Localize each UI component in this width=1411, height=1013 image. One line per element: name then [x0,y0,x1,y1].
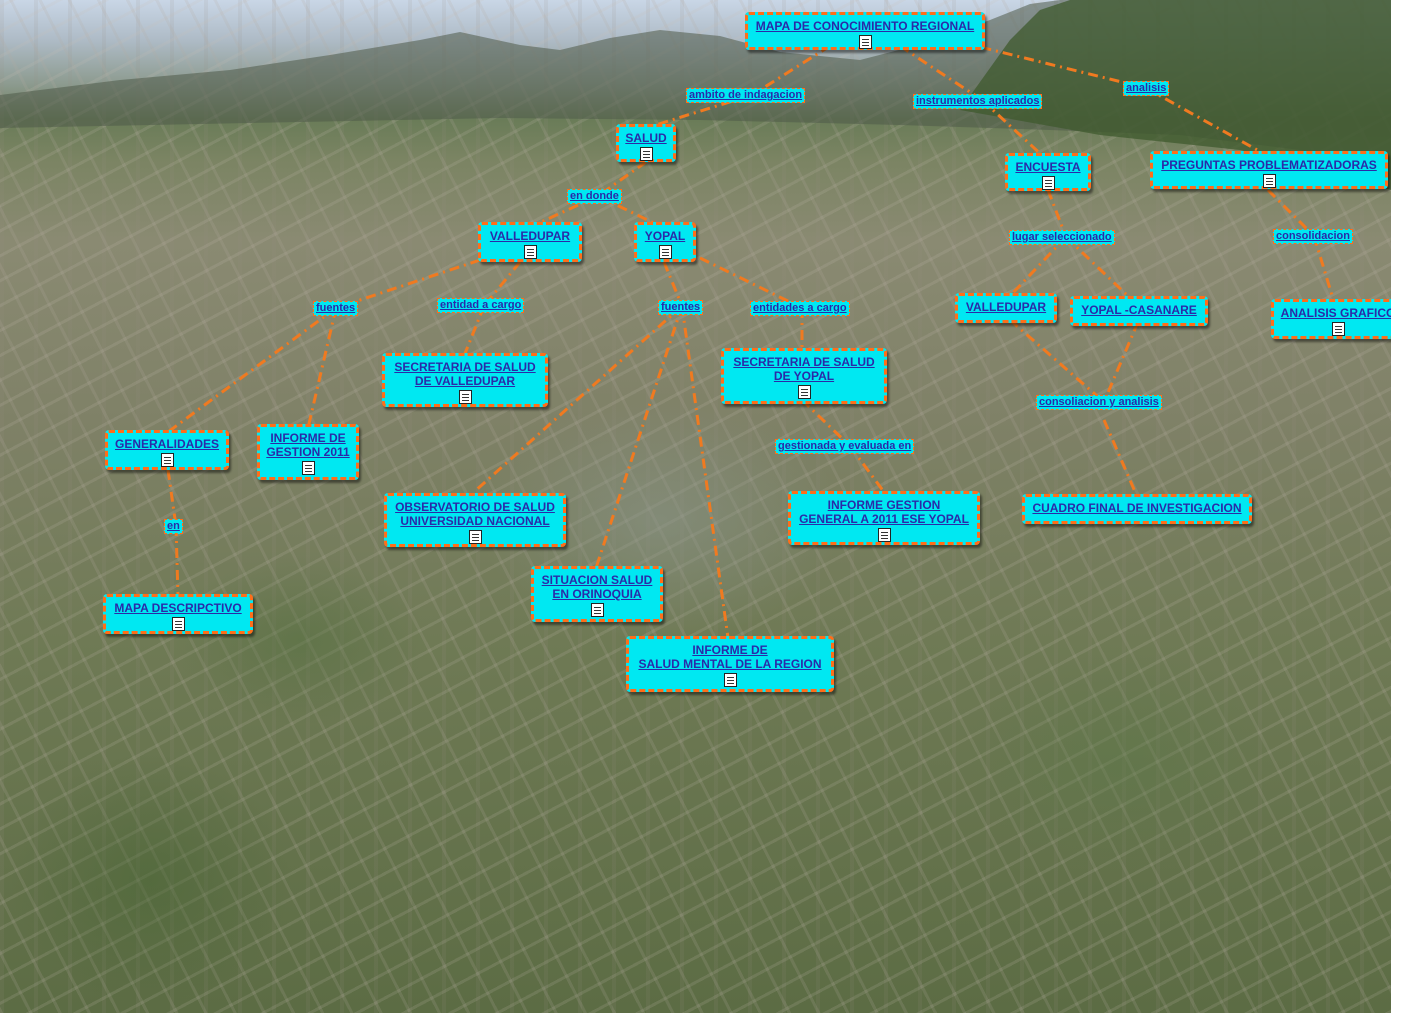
node-mapa-descriptivo-label: MAPA DESCRIPCTIVO [114,601,242,615]
link-generalidades-en [166,469,178,527]
link-fuentes-generalidades [167,306,337,434]
link-label-en-donde[interactable]: en donde [567,189,622,204]
link-yopal-fuentes [662,261,684,307]
document-icon[interactable] [301,461,315,475]
link-label-consoliacion[interactable]: consoliacion y analisis [1036,395,1162,410]
node-valledupar-lugar[interactable]: VALLEDUPAR [955,293,1057,323]
node-yopal-casanare-label: YOPAL -CASANARE [1081,303,1197,317]
link-label-instrumentos[interactable]: instrumentos aplicados [913,94,1043,109]
link-root-instrumentos [899,44,983,102]
document-icon[interactable] [1331,322,1345,336]
node-encuesta[interactable]: ENCUESTA [1005,153,1091,191]
document-icon[interactable] [590,603,604,617]
node-secretaria-yopal[interactable]: SECRETARIA DE SALUD DE YOPAL [721,348,887,404]
link-fuentes-saludmental [680,305,730,639]
link-label-lugar[interactable]: lugar seleccionado [1009,230,1115,245]
node-preguntas[interactable]: PREGUNTAS PROBLEMATIZADORAS [1150,151,1388,189]
document-icon[interactable] [1262,174,1276,188]
link-root-ambito [751,44,831,97]
link-label-gestionada[interactable]: gestionada y evaluada en [775,439,915,454]
document-icon[interactable] [468,530,482,544]
link-entidad-secretaria [462,305,486,357]
link-encuesta-lugar [1046,189,1068,238]
node-analisis-grafico[interactable]: ANALISIS GRAFICO [1271,299,1391,339]
link-valledupar-fuentes [335,258,481,310]
node-informe-salud-mental[interactable]: INFORME DE SALUD MENTAL DE LA REGION [626,636,834,692]
link-valledupar-consoliacion [1009,318,1105,404]
document-icon[interactable] [171,617,185,631]
node-analisis-grafico-label: ANALISIS GRAFICO [1280,306,1391,320]
node-salud[interactable]: SALUD [616,124,676,162]
node-secretaria-valledupar[interactable]: SECRETARIA DE SALUD DE VALLEDUPAR [382,353,548,407]
node-observatorio-label: OBSERVATORIO DE SALUD UNIVERSIDAD NACION… [395,500,555,528]
link-label-en[interactable]: en [164,519,183,534]
node-situacion-salud[interactable]: SITUACION SALUD EN ORINOQUIA [531,566,663,622]
document-icon[interactable] [797,385,811,399]
link-yopal-entidades [699,256,803,310]
link-consoliacion-cuadro [1102,419,1138,495]
node-informe-gestion-general-label: INFORME GESTION GENERAL A 2011 ESE YOPAL [799,498,969,526]
node-situacion-salud-label: SITUACION SALUD EN ORINOQUIA [541,573,653,601]
link-ambito-salud [645,93,753,130]
node-informe-gestion-2011-label: INFORME DE GESTION 2011 [266,431,350,459]
link-label-entidades-cargo[interactable]: entidades a cargo [750,301,850,316]
node-preguntas-label: PREGUNTAS PROBLEMATIZADORAS [1161,158,1377,172]
document-icon[interactable] [658,245,672,259]
node-informe-gestion-2011[interactable]: INFORME DE GESTION 2011 [257,424,359,480]
link-fuentes-situacion [594,305,684,569]
document-icon[interactable] [1041,176,1055,190]
link-label-consolidacion[interactable]: consolidacion [1273,229,1353,244]
document-icon[interactable] [858,35,872,49]
link-label-fuentes-yopal[interactable]: fuentes [658,300,704,315]
node-valledupar-lugar-label: VALLEDUPAR [965,300,1047,314]
document-icon[interactable] [877,528,891,542]
node-cuadro-final[interactable]: CUADRO FINAL DE INVESTIGACION [1022,494,1252,524]
link-label-analisis[interactable]: analisis [1123,81,1170,96]
link-fuentes-observatorio [473,304,683,494]
node-generalidades-label: GENERALIDADES [114,437,219,451]
link-consolidacion-grafico [1312,235,1336,303]
link-label-ambito[interactable]: ambito de indagacion [686,88,806,103]
node-mapa-descriptivo[interactable]: MAPA DESCRIPCTIVO [103,594,253,634]
node-informe-salud-mental-label: INFORME DE SALUD MENTAL DE LA REGION [638,643,822,671]
node-encuesta-label: ENCUESTA [1015,160,1081,174]
node-generalidades[interactable]: GENERALIDADES [105,430,229,470]
node-root-label: MAPA DE CONOCIMIENTO REGIONAL [755,19,975,33]
node-valledupar-salud[interactable]: VALLEDUPAR [478,222,582,262]
document-icon[interactable] [639,147,653,161]
node-yopal-casanare[interactable]: YOPAL -CASANARE [1070,296,1208,326]
node-root[interactable]: MAPA DE CONOCIMIENTO REGIONAL [745,12,985,50]
node-cuadro-final-label: CUADRO FINAL DE INVESTIGACION [1032,501,1242,515]
node-yopal-salud[interactable]: YOPAL [634,222,696,262]
link-lugar-yopal [1064,235,1132,300]
node-valledupar-salud-label: VALLEDUPAR [489,229,571,243]
node-secretaria-valledupar-label: SECRETARIA DE SALUD DE VALLEDUPAR [394,360,536,388]
document-icon[interactable] [458,390,472,404]
link-endonde-valledupar [527,194,599,230]
link-root-analisis [959,40,1147,90]
node-informe-gestion-general[interactable]: INFORME GESTION GENERAL A 2011 ESE YOPAL [788,491,980,545]
node-secretaria-yopal-label: SECRETARIA DE SALUD DE YOPAL [733,355,875,383]
link-en-mapa [174,525,180,597]
link-yopal-consoliacion [1102,321,1140,403]
link-instrumentos-encuesta [980,98,1047,160]
node-observatorio[interactable]: OBSERVATORIO DE SALUD UNIVERSIDAD NACION… [384,493,566,547]
link-analisis-preguntas [1145,86,1269,158]
link-label-entidad-cargo[interactable]: entidad a cargo [437,298,525,313]
link-lugar-valledupar [1008,235,1068,298]
document-icon[interactable] [523,245,537,259]
link-label-fuentes-valledupar[interactable]: fuentes [313,301,359,316]
node-yopal-salud-label: YOPAL [644,229,686,243]
node-salud-label: SALUD [625,131,667,145]
document-icon[interactable] [160,453,174,467]
document-icon[interactable] [723,673,737,687]
